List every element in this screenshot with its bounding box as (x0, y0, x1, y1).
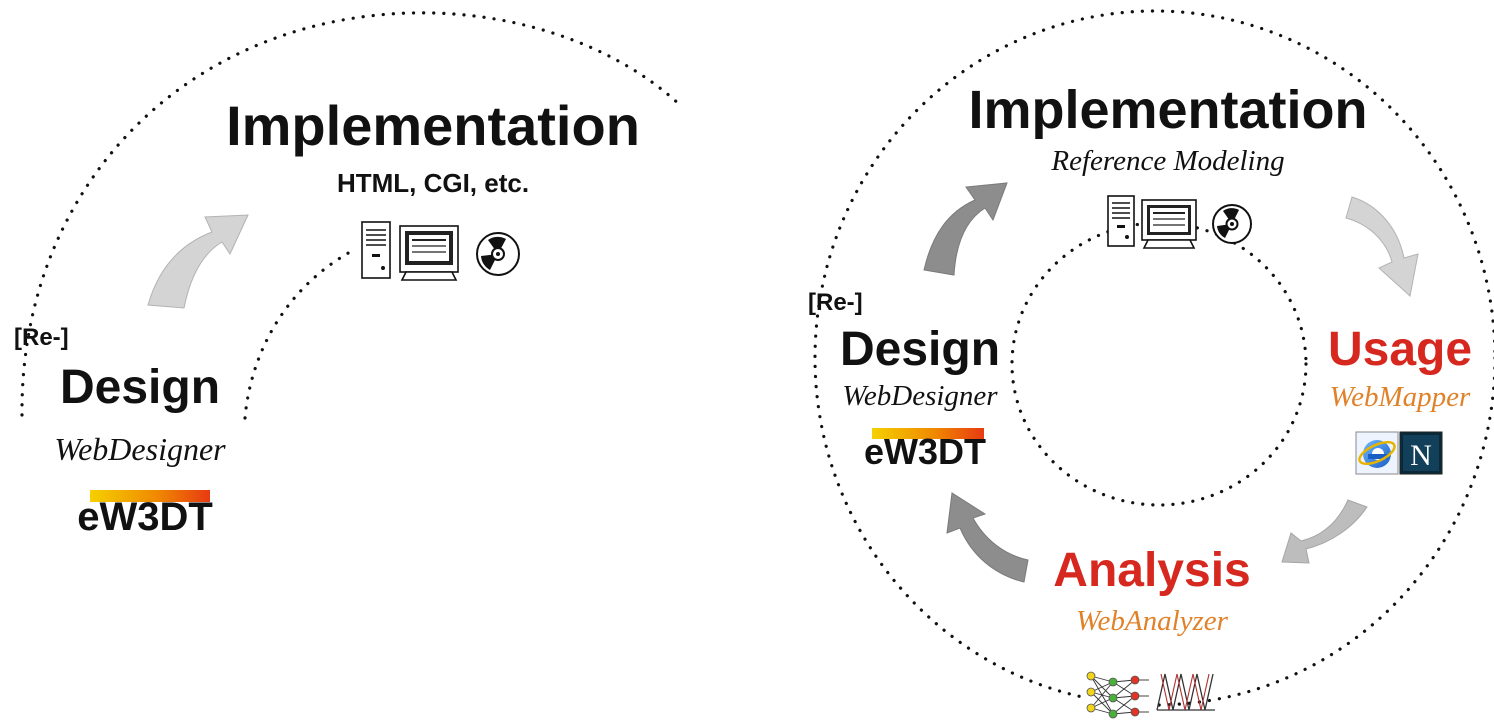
design-to-implementation-arrow (147, 214, 249, 309)
implementation-tool: Reference Modeling (1050, 145, 1284, 177)
ew3dt-logo: eW3DT (77, 490, 213, 539)
computer-icons (361, 221, 520, 281)
computer-tower-icon (361, 221, 391, 279)
design-title: Design (840, 323, 1000, 376)
monitor-icon (1141, 199, 1197, 249)
browser-icons: N (1355, 431, 1443, 475)
computer-icons (1107, 195, 1252, 249)
netscape-navigator-icon: N (1399, 431, 1443, 475)
analysis-icons (1083, 668, 1215, 720)
ew3dt-logo-text: eW3DT (77, 495, 213, 539)
inner-dotted-circle (1010, 221, 1308, 507)
design-tool: WebDesigner (842, 380, 998, 412)
right-cycle: Implementation Reference Modeling (808, 9, 1494, 720)
implementation-title: Implementation (226, 94, 640, 157)
usage-to-analysis-arrow (1281, 499, 1368, 564)
outer-dotted-arc (20, 11, 682, 417)
implementation-to-usage-arrow (1345, 196, 1419, 297)
computer-tower-icon (1107, 195, 1135, 247)
netscape-letter: N (1410, 439, 1432, 472)
design-to-implementation-arrow (923, 182, 1008, 276)
left-cycle: Implementation HTML, CGI, etc. (14, 11, 682, 539)
cd-disc-icon (476, 232, 520, 276)
design-tool: WebDesigner (54, 431, 226, 467)
cd-disc-icon (1212, 204, 1252, 244)
neural-network-icon (1083, 668, 1151, 720)
monitor-icon (399, 225, 459, 281)
analysis-tool: WebAnalyzer (1076, 605, 1229, 637)
usage-title: Usage (1328, 323, 1472, 376)
inner-dotted-arc (243, 250, 352, 420)
analysis-to-design-arrow (946, 492, 1029, 583)
fuzzy-membership-icon (1156, 673, 1215, 711)
usage-tool: WebMapper (1330, 381, 1471, 413)
ew3dt-logo: eW3DT (864, 428, 986, 472)
implementation-title: Implementation (968, 80, 1367, 140)
ew3dt-logo-text: eW3DT (864, 431, 986, 472)
internet-explorer-icon (1355, 431, 1399, 475)
analysis-title: Analysis (1053, 544, 1250, 597)
design-prefix: [Re-] (14, 324, 69, 351)
implementation-subtitle: HTML, CGI, etc. (337, 168, 529, 198)
design-prefix: [Re-] (808, 289, 863, 316)
design-title: Design (60, 361, 220, 414)
